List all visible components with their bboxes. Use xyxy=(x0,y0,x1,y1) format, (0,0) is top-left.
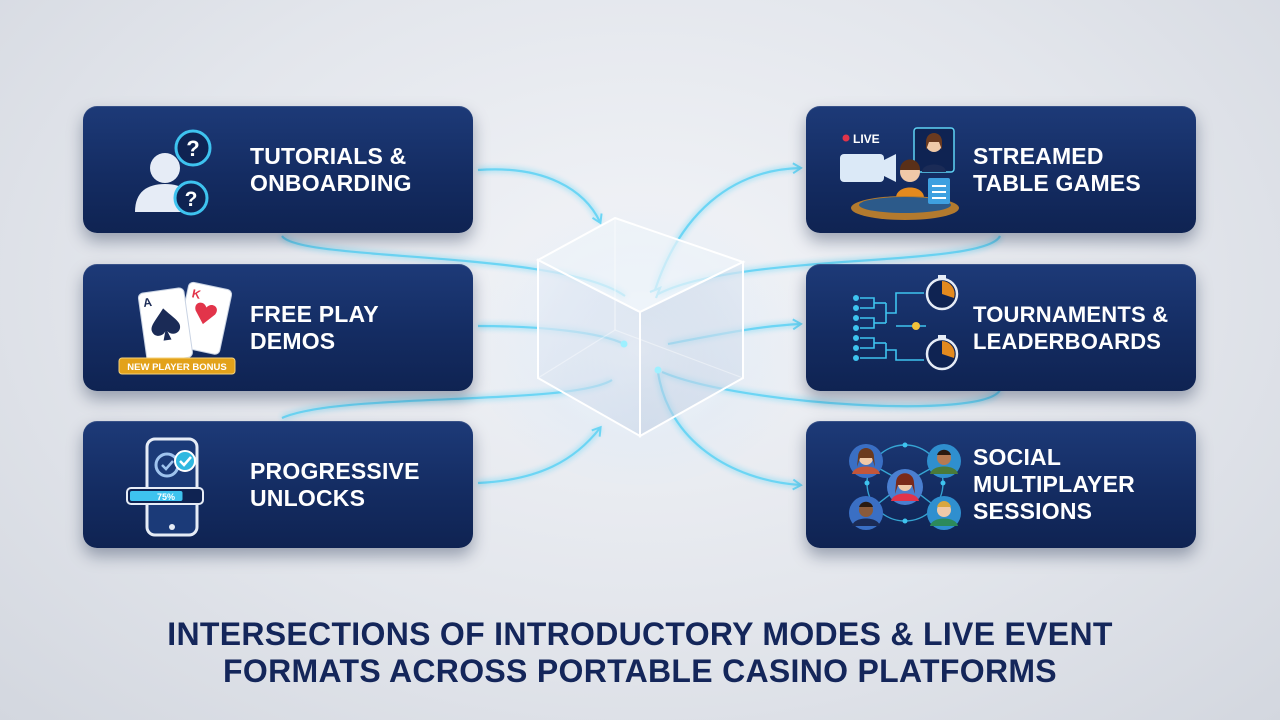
card-label-line2: DEMOS xyxy=(250,327,336,354)
card-label-line1: PROGRESSIVE xyxy=(250,457,420,484)
diagram-title-line1: INTERSECTIONS OF INTRODUCTORY MODES & LI… xyxy=(167,616,1113,652)
card-label-line1: TUTORIALS & xyxy=(250,142,407,169)
card-free-play-demos[interactable]: K A NEW PLAYER BONUS FREE PLAY DEMOS xyxy=(83,264,473,391)
card-label: TUTORIALS & ONBOARDING xyxy=(250,106,467,233)
live-dealer-icon: LIVE xyxy=(830,116,980,224)
card-label: STREAMED TABLE GAMES xyxy=(973,106,1190,233)
new-player-bonus-badge: NEW PLAYER BONUS xyxy=(127,362,226,373)
connector-progressive xyxy=(477,425,602,485)
diagram-title: INTERSECTIONS OF INTRODUCTORY MODES & LI… xyxy=(0,616,1280,690)
svg-text:A: A xyxy=(142,295,153,310)
central-cube xyxy=(535,216,746,438)
help-user-icon: ? ? xyxy=(107,116,257,224)
avatar-1 xyxy=(849,444,883,478)
card-label-line2: TABLE GAMES xyxy=(973,169,1141,196)
timer-bottom xyxy=(925,335,959,371)
card-label: SOCIAL MULTIPLAYER SESSIONS xyxy=(973,421,1190,548)
bracket-timer-icon xyxy=(830,274,980,382)
avatar-3 xyxy=(887,469,923,505)
progress-percent: 75% xyxy=(157,492,175,502)
progress-bar-fill xyxy=(130,491,183,501)
avatar-4 xyxy=(849,496,883,530)
card-label: FREE PLAY DEMOS xyxy=(250,264,467,391)
avatar-5 xyxy=(927,496,961,530)
card-tutorials-onboarding[interactable]: ? ? TUTORIALS & ONBOARDING xyxy=(83,106,473,233)
playing-cards-icon: K A NEW PLAYER BONUS xyxy=(107,274,257,382)
card-label-line2: MULTIPLAYER xyxy=(973,471,1135,497)
avatar-2 xyxy=(927,444,961,478)
card-label-line2: LEADERBOARDS xyxy=(973,328,1162,354)
card-social-multiplayer-sessions[interactable]: SOCIAL MULTIPLAYER SESSIONS xyxy=(806,421,1196,548)
player-network-icon xyxy=(830,431,980,539)
card-label-line1: SOCIAL xyxy=(973,444,1062,470)
svg-text:?: ? xyxy=(186,136,199,161)
live-label: LIVE xyxy=(853,132,880,146)
card-label-line1: TOURNAMENTS & xyxy=(973,301,1169,327)
timer-top xyxy=(925,275,959,311)
svg-text:K: K xyxy=(191,286,203,302)
card-label-line1: STREAMED xyxy=(973,142,1104,169)
card-label-line2: UNLOCKS xyxy=(250,484,366,511)
card-streamed-table-games[interactable]: LIVE STREAMED TABLE GAMES xyxy=(806,106,1196,233)
card-progressive-unlocks[interactable]: 75% PROGRESSIVE UNLOCKS xyxy=(83,421,473,548)
card-tournaments-leaderboards[interactable]: TOURNAMENTS & LEADERBOARDS xyxy=(806,264,1196,391)
connector-tutorials xyxy=(477,168,603,225)
svg-text:?: ? xyxy=(185,188,198,211)
card-label: TOURNAMENTS & LEADERBOARDS xyxy=(973,264,1190,391)
card-label-line3: SESSIONS xyxy=(973,498,1093,524)
card-label-line1: FREE PLAY xyxy=(250,300,379,327)
card-label: PROGRESSIVE UNLOCKS xyxy=(250,421,467,548)
card-label-line2: ONBOARDING xyxy=(250,169,412,196)
phone-progress-icon: 75% xyxy=(107,431,257,539)
diagram-title-line2: FORMATS ACROSS PORTABLE CASINO PLATFORMS xyxy=(223,653,1057,689)
